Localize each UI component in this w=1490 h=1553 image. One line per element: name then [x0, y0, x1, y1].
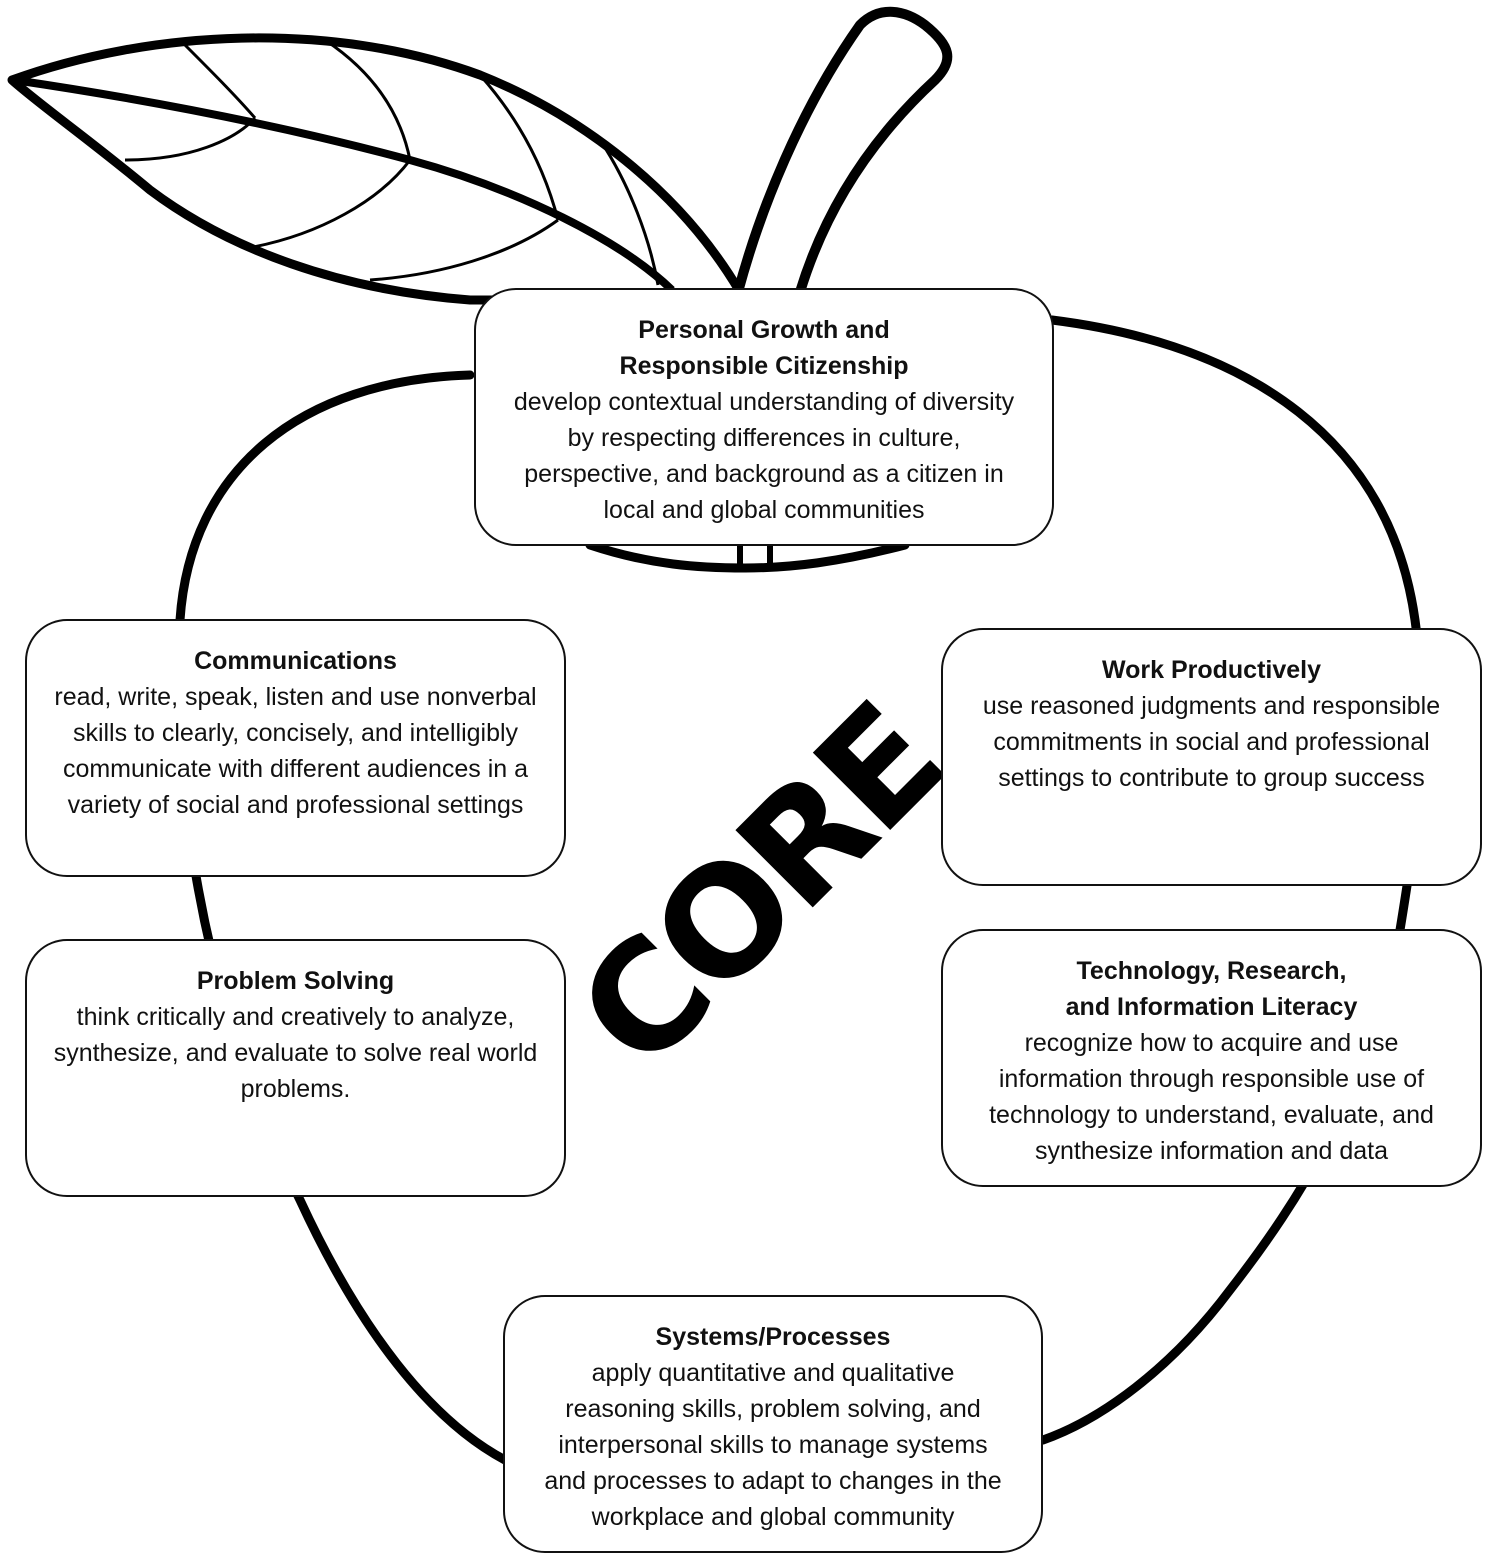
box-work-productively-title: Work Productively: [1101, 656, 1322, 684]
box-personal-growth-title: Personal Growth and Responsible Citizens…: [476, 312, 1052, 384]
leaf-veins: [124, 38, 660, 286]
box-communications: Communications read, write, speak, liste…: [25, 619, 566, 877]
apple-body-outline-right: [1038, 315, 1427, 1445]
box-problem-solving-body: think critically and creatively to analy…: [53, 1003, 538, 1103]
title-line-1: Personal Growth and: [638, 316, 890, 344]
box-personal-growth-body: develop contextual understanding of dive…: [513, 388, 1015, 524]
box-problem-solving: Problem Solving think critically and cre…: [25, 939, 566, 1197]
title-line-1: Technology, Research,: [1076, 957, 1347, 985]
apple-body-outline: [173, 370, 510, 1465]
leaf-midrib: [13, 76, 675, 293]
box-work-productively: Work Productively use reasoned judgments…: [941, 628, 1482, 886]
box-technology: Technology, Research, and Information Li…: [941, 929, 1482, 1187]
box-systems-processes: Systems/Processes apply quantitative and…: [503, 1295, 1043, 1553]
box-communications-body: read, write, speak, listen and use nonve…: [54, 683, 537, 819]
box-personal-growth: Personal Growth and Responsible Citizens…: [474, 288, 1054, 546]
box-problem-solving-title: Problem Solving: [196, 967, 395, 995]
box-technology-body: recognize how to acquire and use informa…: [989, 1029, 1434, 1165]
apple-stem: [733, 6, 953, 294]
box-systems-processes-title: Systems/Processes: [655, 1323, 891, 1351]
title-line-2: and Information Literacy: [1065, 993, 1358, 1021]
apple-top-dip: [585, 540, 910, 573]
title-line-2: Responsible Citizenship: [619, 352, 909, 380]
box-communications-title: Communications: [194, 647, 397, 675]
box-work-productively-body: use reasoned judgments and responsible c…: [982, 692, 1441, 792]
box-systems-processes-body: apply quantitative and qualitative reaso…: [544, 1359, 1002, 1531]
box-technology-title: Technology, Research, and Information Li…: [943, 953, 1480, 1025]
